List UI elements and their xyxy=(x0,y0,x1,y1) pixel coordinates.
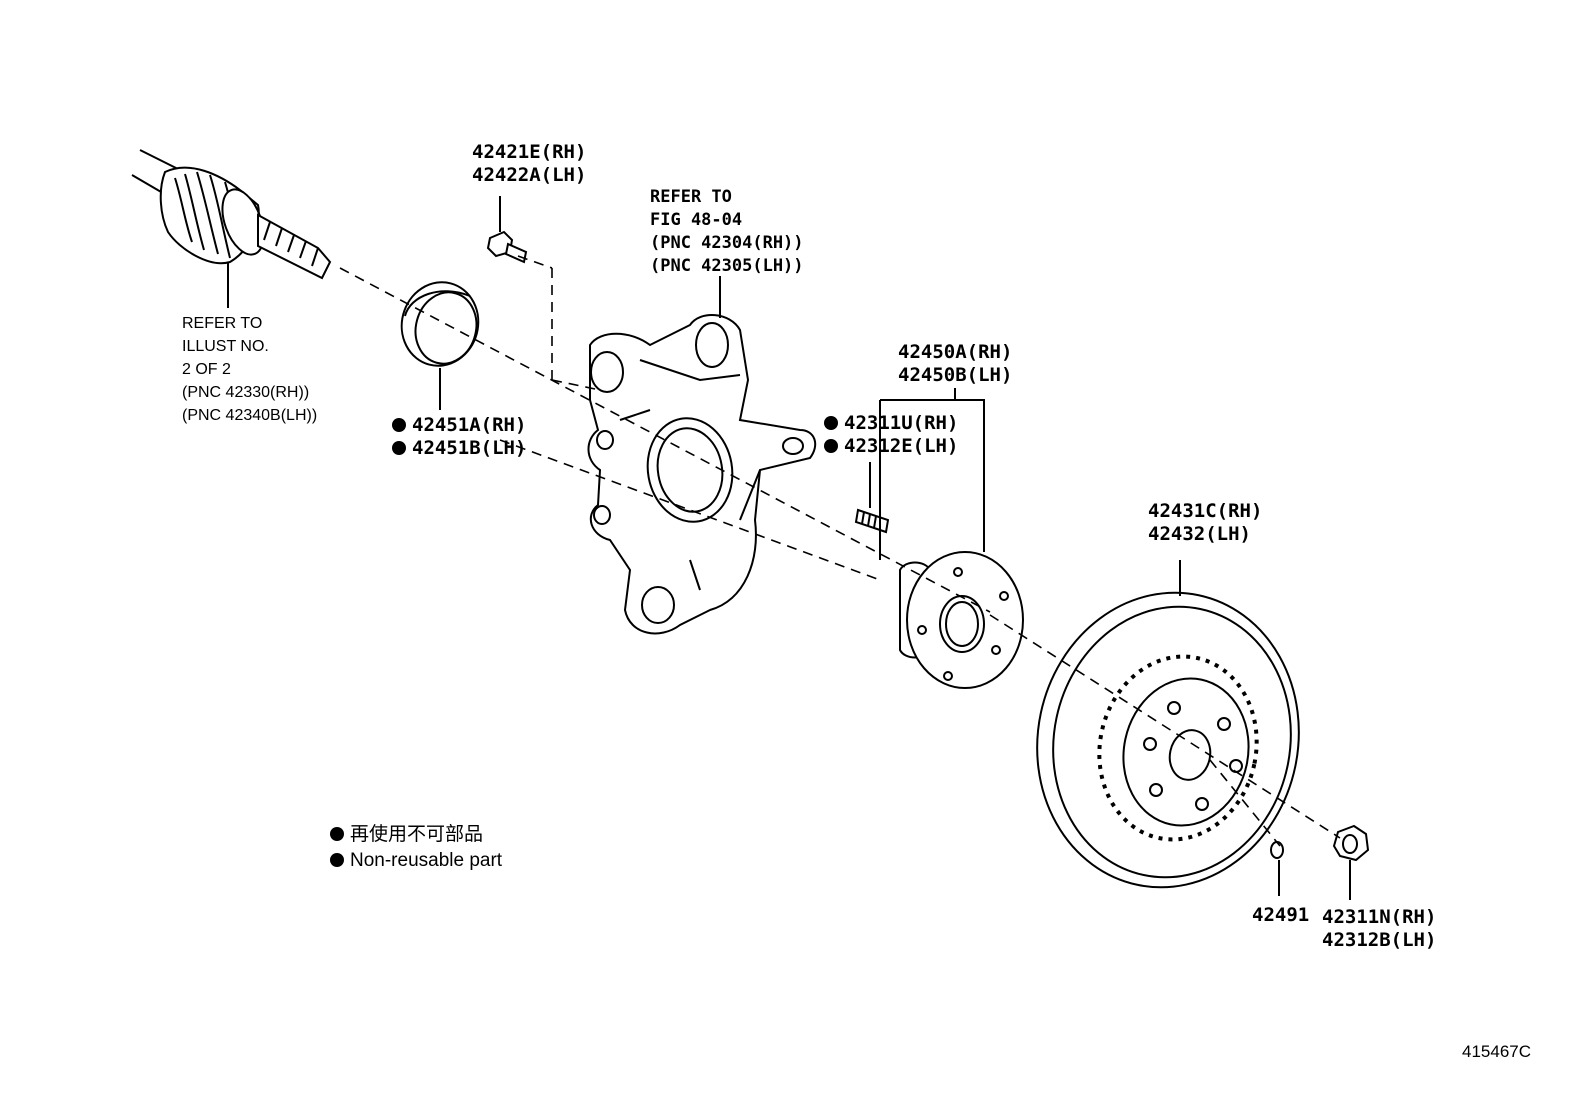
assembly-axis-lines xyxy=(339,255,1341,847)
hub-bolt-part-label[interactable]: 42311U(RH) 42312E(LH) xyxy=(824,412,958,458)
knuckle-ref-label: REFER TO FIG 48-04 (PNC 42304(RH)) (PNC … xyxy=(650,187,804,276)
non-reusable-dot-icon xyxy=(824,439,838,453)
legend-dot-icon xyxy=(330,827,344,841)
legend-dot-icon xyxy=(330,853,344,867)
dust-cover-illustration xyxy=(400,281,480,410)
knuckle-bolt-illustration xyxy=(486,196,528,264)
non-reusable-dot-icon xyxy=(392,418,406,432)
knuckle-bolt-part-label[interactable]: 42421E(RH) 42422A(LH) xyxy=(472,141,587,186)
plug-part-label[interactable]: 42491 xyxy=(1252,904,1310,926)
drive-shaft-ref-label: REFER TO ILLUST NO. 2 OF 2 (PNC 42330(RH… xyxy=(182,315,318,424)
non-reusable-dot-icon xyxy=(392,441,406,455)
non-reusable-dot-icon xyxy=(824,416,838,430)
illustration-id: 415467C xyxy=(1462,1042,1532,1061)
brake-disc-illustration xyxy=(1036,560,1300,889)
dust-cover-part-label[interactable]: 42451A(RH) 42451B(LH) xyxy=(392,414,526,460)
disc-part-label[interactable]: 42431C(RH) 42432(LH) xyxy=(1148,500,1263,545)
legend-english: Non-reusable part xyxy=(350,850,503,871)
plug-illustration xyxy=(1270,841,1284,896)
hub-bearing-illustration xyxy=(879,388,1024,689)
knuckle-illustration xyxy=(587,276,817,635)
drive-shaft-illustration xyxy=(131,149,332,308)
hub-bearing-part-label[interactable]: 42450A(RH) 42450B(LH) xyxy=(898,341,1013,386)
hub-bolt-illustration xyxy=(854,462,890,534)
legend: 再使用不可部品 Non-reusable part xyxy=(330,822,502,874)
hub-nut-part-label[interactable]: 42311N(RH) 42312B(LH) xyxy=(1322,906,1437,951)
hub-nut-illustration xyxy=(1332,824,1370,900)
legend-japanese: 再使用不可部品 xyxy=(350,824,484,845)
